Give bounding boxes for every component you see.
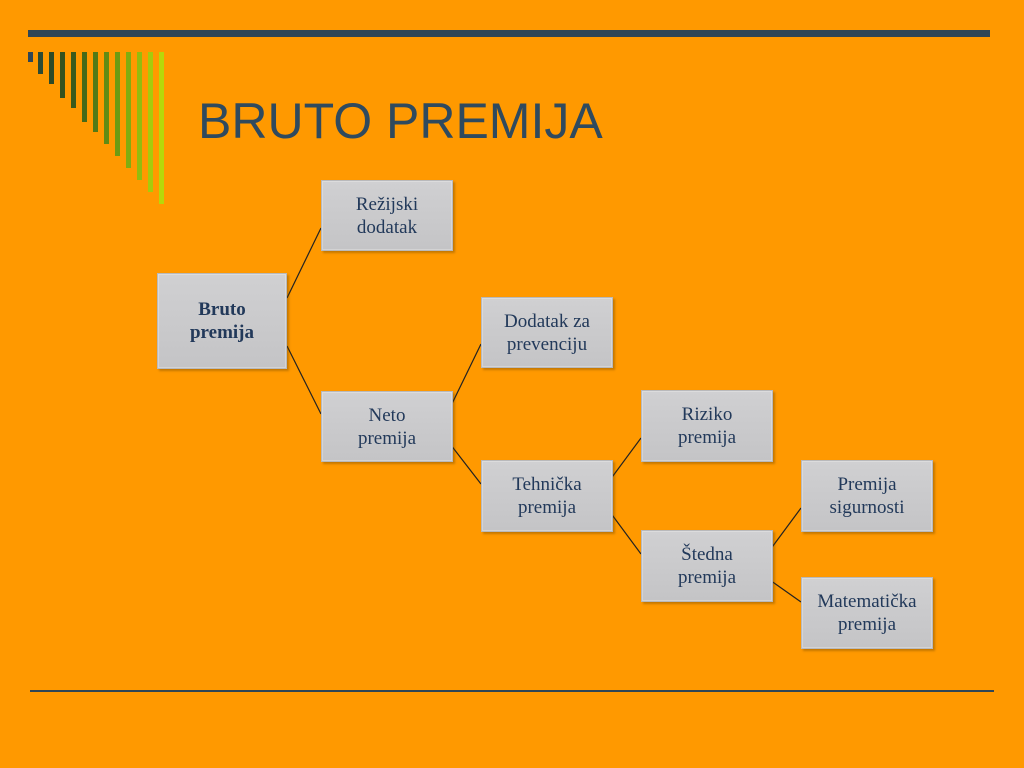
node-neto-premija: Neto premija xyxy=(321,391,453,462)
node-stedna-premija: Štedna premija xyxy=(641,530,773,602)
node-matematicka-premija: Matematička premija xyxy=(801,577,933,649)
node-tehnicka-premija: Tehnička premija xyxy=(481,460,613,532)
node-rezijski-dodatak: Režijski dodatak xyxy=(321,180,453,251)
node-dodatak-za-prevenciju: Dodatak za prevenciju xyxy=(481,297,613,368)
top-rule xyxy=(28,30,990,37)
slide-title: BRUTO PREMIJA xyxy=(198,93,603,149)
node-premija-sigurnosti: Premija sigurnosti xyxy=(801,460,933,532)
bottom-rule xyxy=(30,690,994,692)
decorative-stripes xyxy=(0,0,180,220)
node-bruto-premija: Bruto premija xyxy=(157,273,287,369)
connector-bruto-neto xyxy=(286,345,322,415)
node-riziko-premija: Riziko premija xyxy=(641,390,773,462)
connector-bruto-rezijski xyxy=(286,227,322,299)
